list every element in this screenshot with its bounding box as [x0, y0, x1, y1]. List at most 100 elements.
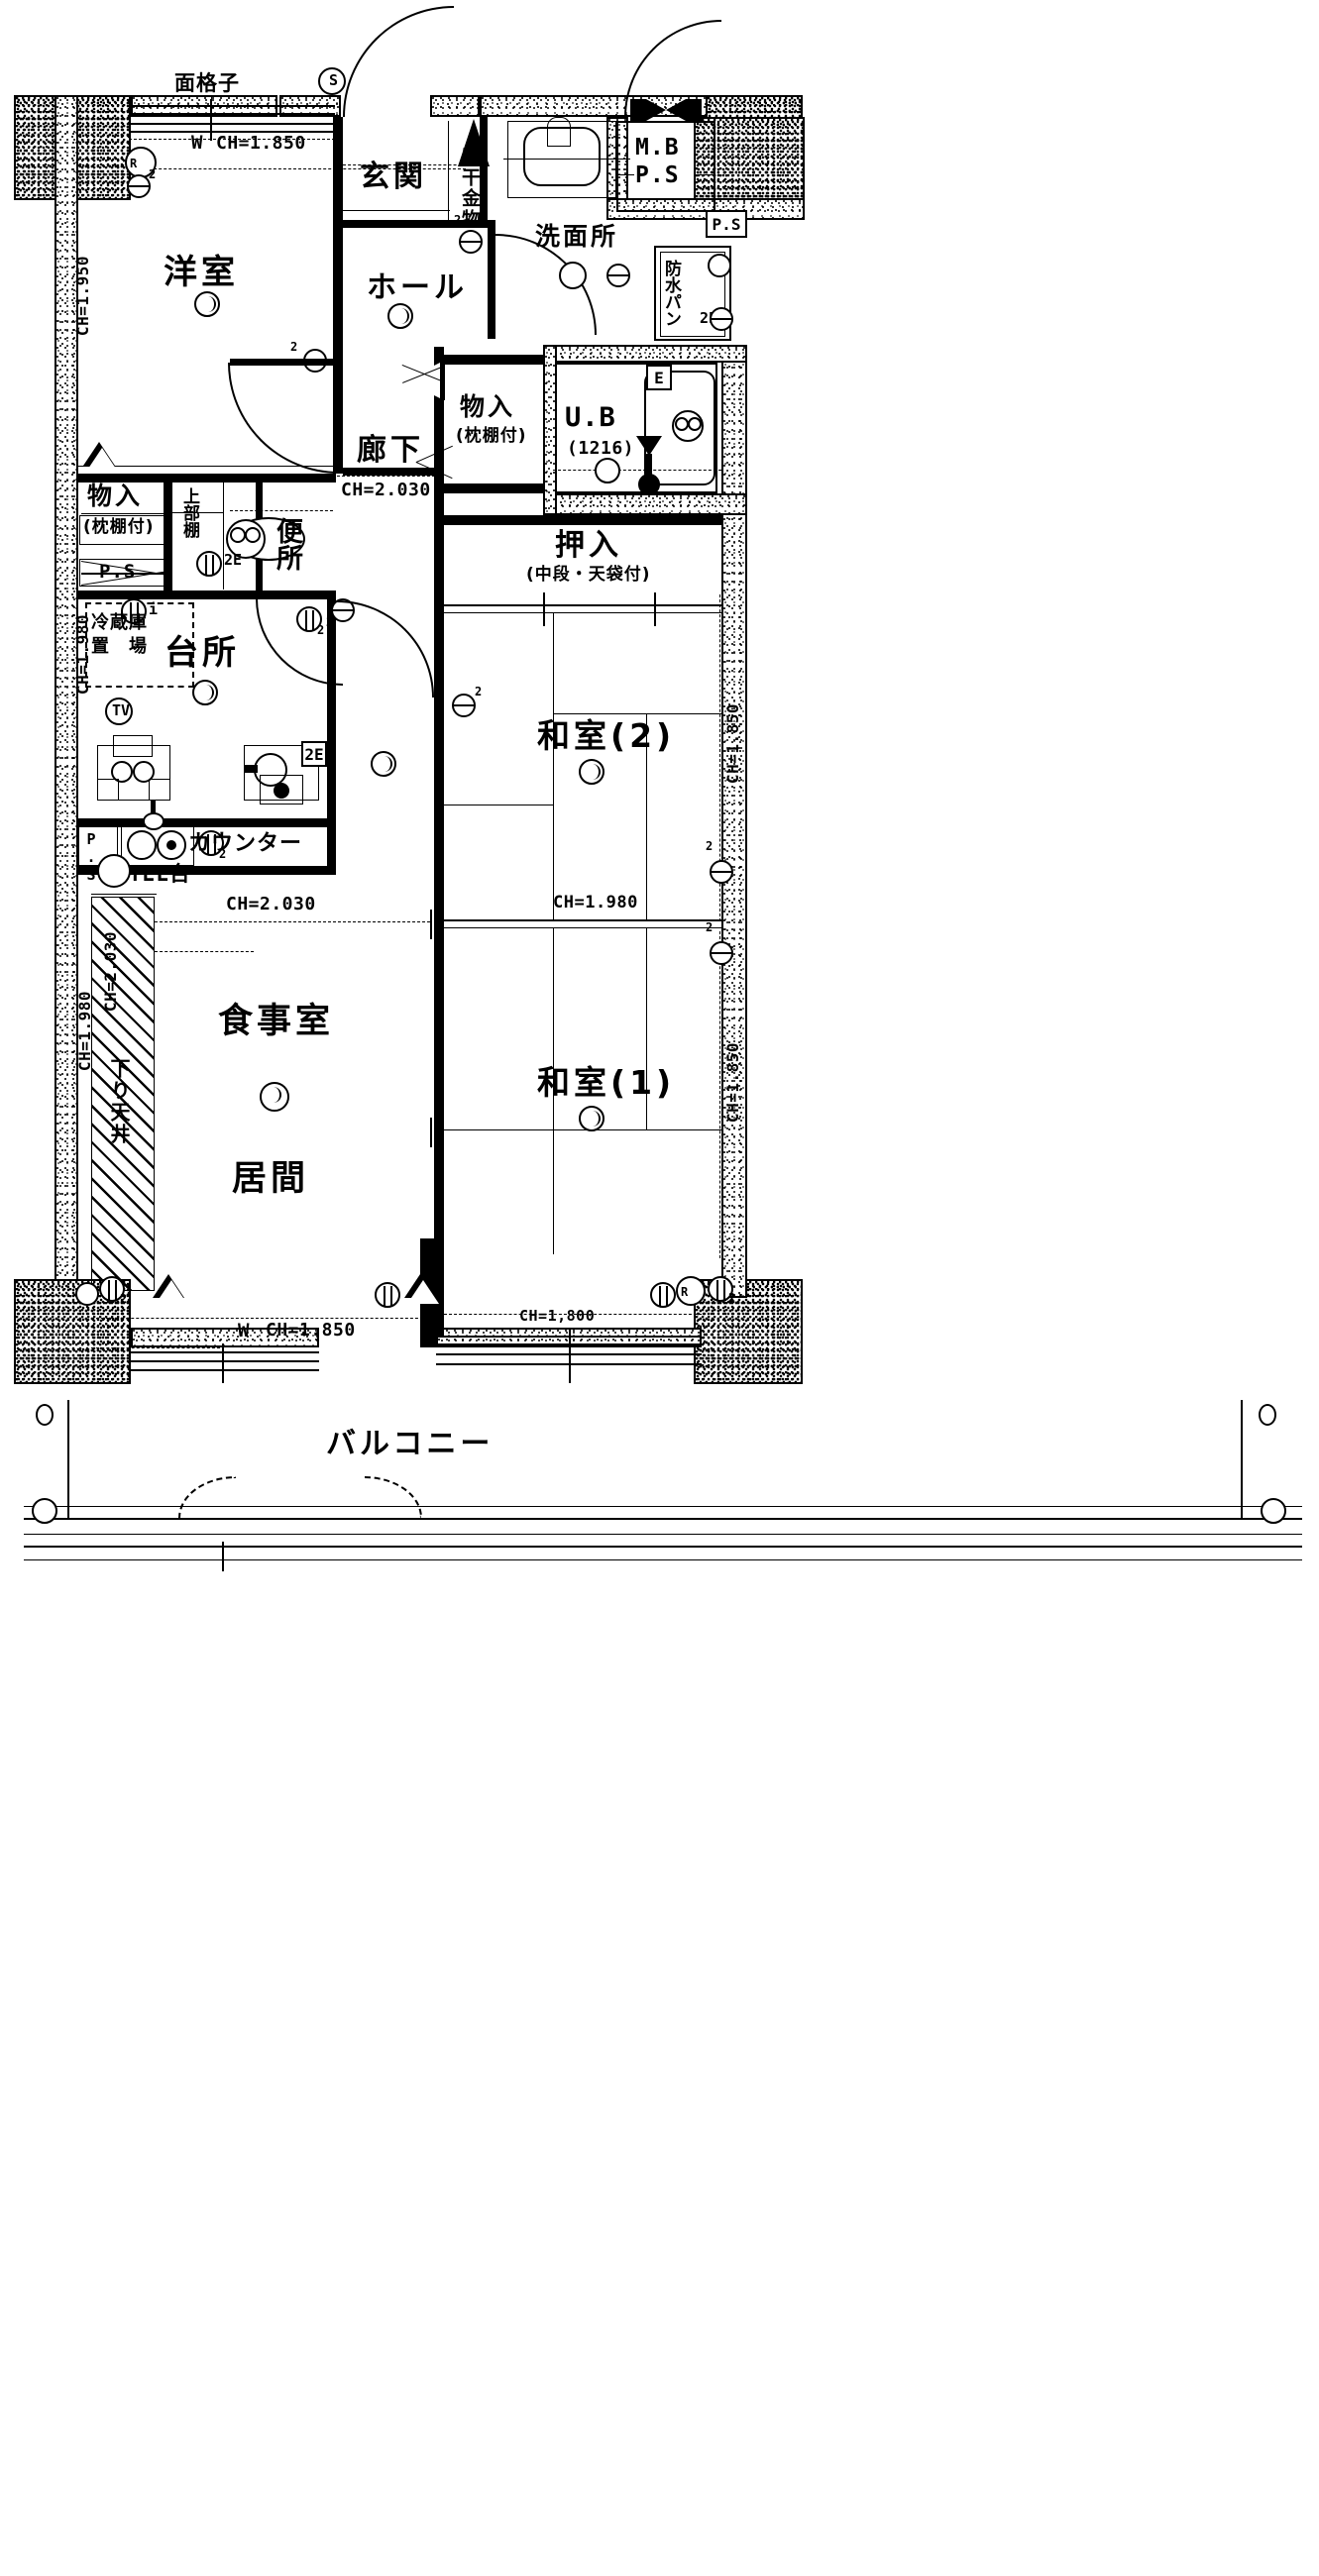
- bousui-outlet-icon: [710, 307, 733, 331]
- toilet-switch-icon: [196, 551, 222, 577]
- kitchen-switch-count: 2: [317, 623, 325, 637]
- tatami-line-w2-v1: [553, 612, 554, 919]
- kitchen-r-label: 2E: [304, 744, 324, 764]
- living-triangle-right-fill: [407, 1280, 439, 1304]
- kitchen-lamp-icon: [192, 680, 218, 705]
- living-fl-left: [75, 1282, 99, 1306]
- ch-washitsu-bottom: CH=1,800: [519, 1307, 596, 1325]
- senmenjo-faucet-icon: [547, 117, 571, 147]
- hall-outlet-count: 2: [326, 615, 334, 629]
- washitsu1-tv-label: R: [681, 1285, 689, 1299]
- kitchen-sink-box: [244, 745, 319, 801]
- bousui-pan-outer: [654, 246, 731, 341]
- ps-left-cross-icon: [81, 559, 166, 587]
- ub-wall-top: [543, 345, 747, 363]
- wall-closet-top: [444, 355, 553, 365]
- label-monoire-left: 物入: [87, 482, 144, 510]
- ub-lamp-icon: [595, 458, 620, 483]
- balcony-rail-4: [24, 1546, 1302, 1548]
- mb-ps-box: [616, 121, 715, 212]
- kitchen-wm-box: [260, 775, 303, 805]
- wall-washroom-left: [488, 220, 495, 339]
- wall-closet-bottom: [444, 483, 553, 493]
- kitchen-faucet: [244, 765, 258, 773]
- toilet-dash: [230, 510, 333, 511]
- youshitsu-outlet-top: [127, 174, 151, 198]
- genkan-intercom-icon: [318, 67, 346, 95]
- mb-label: M.B: [635, 135, 680, 161]
- monoire-left-underline: [81, 513, 168, 514]
- ch-dash-w2: [719, 594, 720, 921]
- washitsu2-lamp-icon: [579, 759, 605, 785]
- bousui-pan-inner: [660, 252, 725, 337]
- room-label-washitsu1: 和室(1): [537, 1063, 676, 1102]
- youshitsu-outlet-count: 2: [290, 340, 298, 354]
- window-mullion-bottom-right: [569, 1328, 571, 1383]
- youshitsu-door-swing-icon: [228, 363, 339, 474]
- wall-genkan-bottom: [343, 220, 488, 228]
- room-label-washitsu2: 和室(2): [537, 716, 676, 755]
- genkan-dash: [343, 164, 487, 165]
- kitchen-door-swing-icon: [337, 600, 434, 698]
- living-triangle-left-fill: [156, 1280, 187, 1304]
- ub-wall-left: [543, 345, 557, 515]
- wall-left-closet-bottom: [78, 590, 336, 599]
- genkan-door-swing-icon: [343, 6, 454, 117]
- fridge-2e-label: i: [149, 600, 159, 618]
- sliding-marker-1: [543, 592, 545, 626]
- outer-wall-left: [55, 95, 78, 1345]
- senmenjo-sink-icon: [523, 127, 601, 186]
- bousui-pan-label: 防水パン: [661, 260, 681, 327]
- marker-w-bottom: W: [238, 1320, 250, 1342]
- ch-kitchen-vert: CH=1.980: [73, 614, 92, 696]
- monoire-mid-label: 物入: [460, 392, 516, 421]
- tel-s-circle: [97, 854, 131, 888]
- youshitsu-outlet-top-count: 2: [149, 167, 157, 181]
- label-mengoushi: 面格子: [174, 71, 240, 95]
- johbu-dana-shelf: [172, 512, 224, 513]
- wall-hall-bottom: [343, 468, 438, 476]
- wall-corridor-right: [434, 347, 444, 1338]
- label-monoire-left-note: (枕棚付): [83, 517, 155, 537]
- counter-switch-icon: [198, 830, 224, 856]
- youshitsu-door-leaf: [230, 359, 337, 366]
- dropped-ceiling-top: [91, 894, 157, 895]
- kitchen-gas-label: TV: [112, 701, 131, 719]
- washitsu1-lamp-icon: [579, 1106, 605, 1131]
- geosoku-label: 物干金物: [459, 147, 481, 230]
- balcony-post-left: [67, 1400, 69, 1519]
- room-label-balcony: バルコニー: [326, 1427, 495, 1461]
- balcony-rail-5: [24, 1559, 1302, 1560]
- ub-shower-inner-l: [675, 417, 689, 431]
- tatami-line-w2-v2: [646, 713, 647, 919]
- wall-genkan-right: [480, 117, 488, 224]
- washitsu1-outlet-right: [710, 941, 733, 965]
- monoire-mid-arrow-v: [444, 365, 445, 400]
- mb-ps-tick-right: [694, 174, 714, 175]
- ch-dash-bottom-left: [91, 1318, 428, 1319]
- toilet-tank-inner-l: [230, 527, 246, 543]
- monoire-left-note-box: [79, 515, 168, 545]
- washitsu1-switch2-count: 2: [728, 1291, 736, 1305]
- ch-dash-bottom-right: [444, 1314, 702, 1315]
- room-label-oshiire-note: (中段・天袋付): [526, 565, 651, 585]
- youshitsu-tv-circle: [125, 147, 157, 178]
- sliding-marker-4: [430, 1118, 432, 1147]
- balcony-drain-right: [1259, 1404, 1276, 1426]
- living-switch-left-count: 2: [120, 1292, 128, 1306]
- geosoku-divider: [448, 121, 449, 220]
- sliding-marker-3: [430, 910, 432, 939]
- line-oshiire-bottom-2: [444, 612, 723, 613]
- ch-lounge-vert2: CH=1.980: [75, 991, 94, 1072]
- balcony-drain-left: [36, 1404, 54, 1426]
- room-label-benjo: 便所: [272, 517, 302, 571]
- mb-door-swing-icon: [624, 20, 721, 117]
- room-label-shokujishitsu: 食事室: [218, 1002, 335, 1041]
- outer-wall-bottom-left: [131, 1328, 319, 1347]
- youshitsu-lamp-icon: [194, 291, 220, 317]
- tatami-line-w2-h2: [553, 713, 723, 714]
- window-bottom-left: [131, 1349, 319, 1379]
- geosoku-arrow-icon: [458, 119, 490, 166]
- senmenjo-sink-line: [503, 159, 630, 160]
